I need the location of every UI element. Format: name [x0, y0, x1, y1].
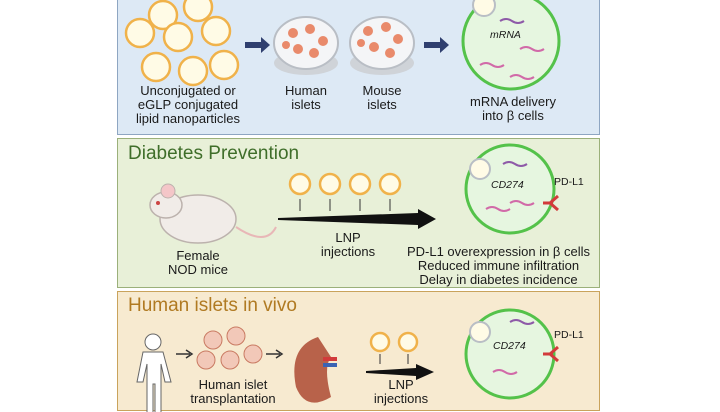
panel2-artwork	[149, 143, 559, 244]
lnp-injections-label: LNP injections	[373, 377, 429, 406]
kidney-icon	[294, 337, 337, 403]
human-silhouette-icon	[136, 333, 172, 412]
cd274-label: CD274	[491, 179, 524, 191]
timeline-arrow	[366, 364, 434, 380]
pdl1-label: PD-L1	[554, 329, 584, 341]
mouse-islets-label: Mouse islets	[362, 83, 402, 112]
panel2-title: Diabetes Prevention	[128, 143, 300, 164]
nanoparticles-label: Unconjugated or eGLP conjugated lipid na…	[135, 83, 241, 126]
nod-mice-label: Female NOD mice	[168, 248, 228, 277]
injection-arrows	[299, 199, 391, 211]
panel-islet-delivery: Unconjugated or eGLP conjugated lipid na…	[117, 0, 600, 135]
arrow-to-human-islets	[245, 37, 270, 53]
beta-cell-mrna	[461, 0, 561, 91]
panel1-artwork	[124, 0, 561, 91]
mouse-icon	[149, 183, 277, 244]
arrow-to-cell	[424, 37, 449, 53]
pdl1-label: PD-L1	[554, 176, 584, 188]
beta-cell-pdl1	[464, 308, 559, 400]
mrna-label: mRNA	[490, 29, 521, 41]
islet-cluster	[196, 326, 263, 370]
cd274-label: CD274	[493, 340, 526, 352]
outcomes-list: PD-L1 overexpression in β cells Reduced …	[406, 244, 591, 287]
human-islets-dish	[273, 16, 339, 75]
lnp-particles	[369, 331, 419, 353]
lnp-particles	[288, 172, 402, 196]
panel3-artwork	[136, 308, 559, 412]
panel-human-islets-in-vivo: Human islets in vivo	[117, 291, 600, 412]
human-islets-label: Human islets	[285, 83, 327, 112]
injection-arrows	[379, 354, 409, 364]
lnp-injections-label: LNP injections	[320, 230, 376, 259]
panel-diabetes-prevention: Diabetes Prevention Female NOD mice	[117, 138, 600, 288]
beta-cell-pdl1	[464, 143, 559, 235]
transplantation-label: Human islet transplantation	[190, 377, 276, 406]
panel3-title: Human islets in vivo	[128, 295, 297, 316]
arrow-to-kidney	[266, 349, 284, 359]
nanoparticle-cluster	[124, 0, 240, 87]
mrna-delivery-label: mRNA delivery into β cells	[470, 94, 556, 123]
timeline-arrow	[278, 209, 436, 229]
arrow-to-islets	[176, 349, 194, 359]
mouse-islets-dish	[349, 16, 415, 75]
